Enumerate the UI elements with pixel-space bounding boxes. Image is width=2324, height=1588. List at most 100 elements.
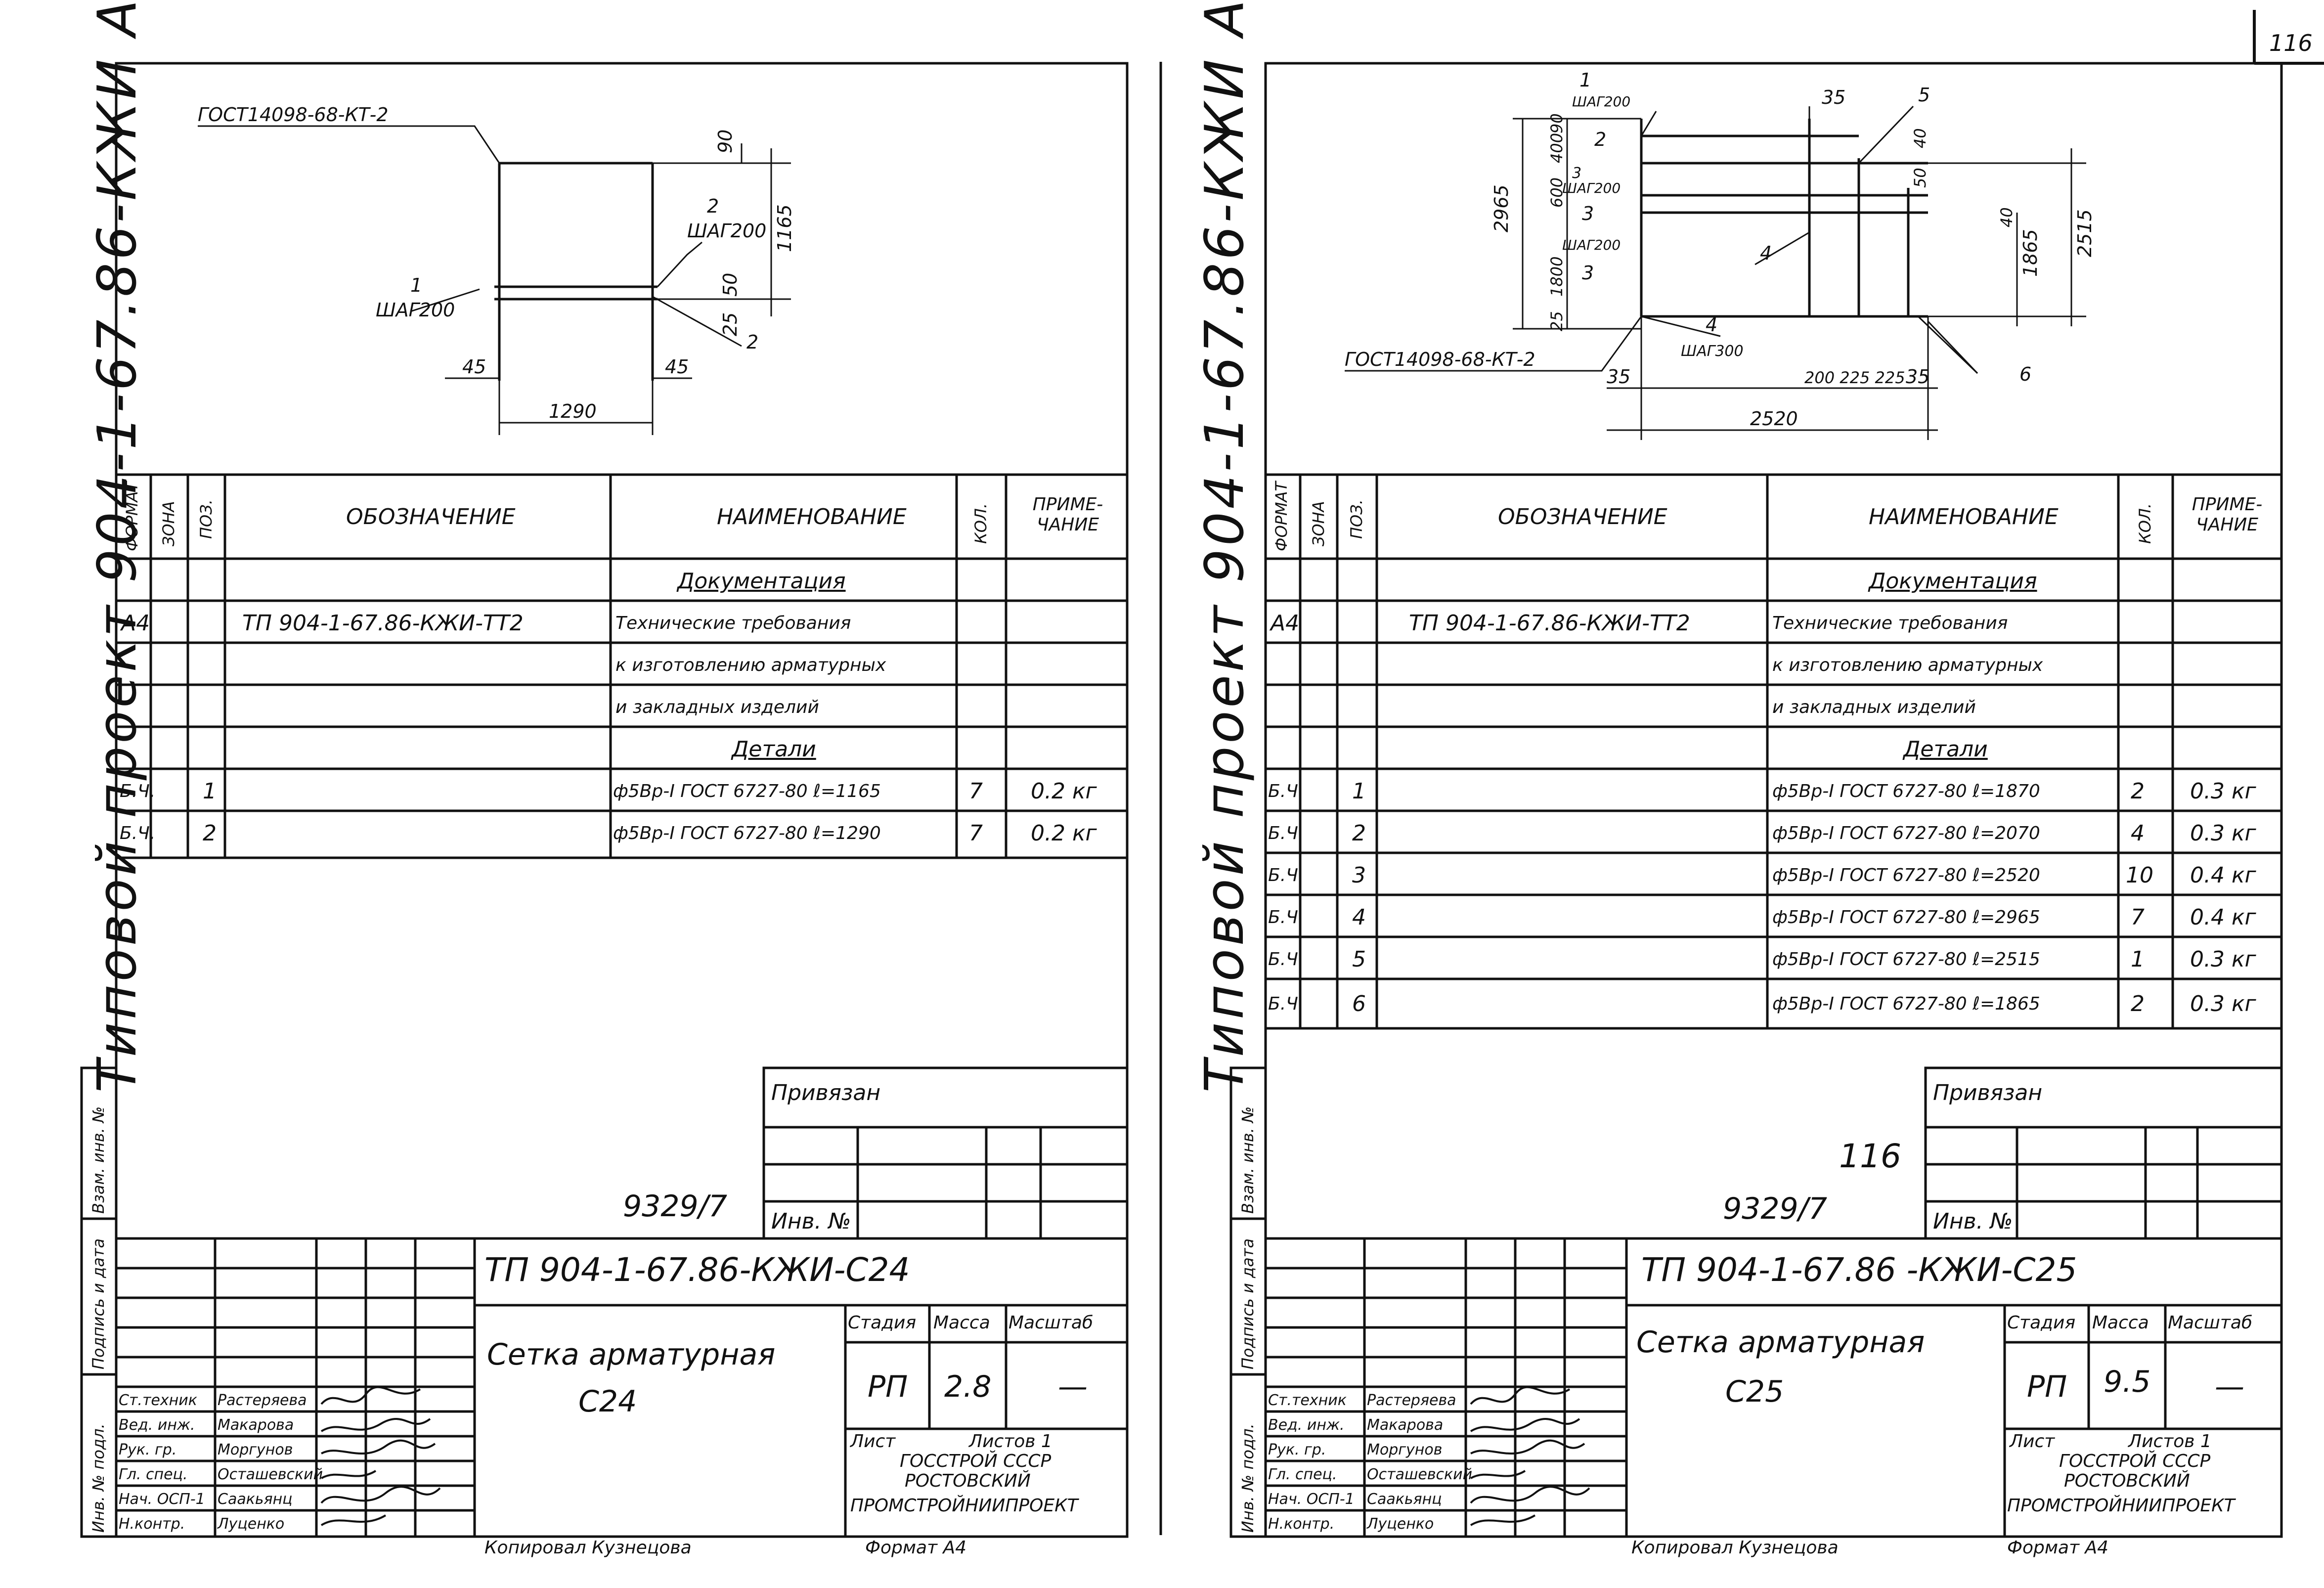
right-mesh-drawing [1345,105,2086,440]
left-doc-name-1: Технические требования [615,613,851,633]
right-dim-50: 50 [1911,168,1929,188]
row-qty: 2 [2131,779,2145,804]
left-bar2-tag: 2 [746,331,758,353]
row-qty: 4 [2131,821,2145,846]
right-handwritten-num: 116 [1839,1137,1901,1175]
row-pos: 3 [1352,863,1366,888]
left-doc-name-3: и закладных изделий [615,697,819,717]
right-doc-designation: ТП 904-1-67.86-КЖИ-ТТ2 [1409,611,1690,636]
right-side-label-1: Инв. № подл. [1238,1423,1257,1533]
row-pos: 4 [1352,905,1366,930]
right-role-2: Вед. инж. [1268,1416,1345,1434]
left-bar2-step: ШАГ200 [687,220,766,242]
right-stamp-mark: С25 [1725,1374,1784,1409]
left-doc-designation: ТП 904-1-67.86-КЖИ-ТТ2 [242,611,524,636]
left-sheets-label: Листов 1 [969,1431,1052,1452]
row-format: Б.Ч. [1268,865,1304,885]
left-inv-no: Инв. № [771,1209,851,1234]
row-name: ф5Вр-I ГОСТ 6727-80 ℓ=2965 [1772,907,2040,927]
left-archive-no: 9329/7 [623,1189,728,1224]
right-archive-no: 9329/7 [1723,1191,1828,1226]
right-lbl5: 5 [1918,84,1930,106]
row-pos: 6 [1352,991,1366,1016]
left-sheet-label: Лист [850,1431,896,1452]
right-side-label-3: Взам. инв. № [1238,1106,1257,1214]
right-doc-name-2: к изготовлению арматурных [1772,655,2043,675]
right-dim-40b: 40 [1997,207,2016,227]
right-stamp-title: Сетка арматурная [1636,1325,1925,1360]
right-lbl1: 1 [1579,69,1591,91]
row-pos: 1 [203,779,217,804]
row-format: Б.Ч. [1268,907,1304,927]
right-hdr-qty: КОЛ. [2136,503,2154,544]
row-note: 0.3 кг [2190,779,2256,804]
right-dim-2515: 2515 [2074,209,2096,257]
row-name: ф5Вр-I ГОСТ 6727-80 ℓ=2515 [1772,949,2040,970]
left-name-1: Растеряева [218,1392,307,1409]
left-dim-width: 1290 [549,400,597,422]
right-dim-1800: 1800 [1547,257,1566,297]
right-dim-1865: 1865 [2019,229,2041,277]
row-qty: 1 [2131,947,2145,972]
right-name-2: Макарова [1367,1416,1444,1434]
right-hdr-zone: ЗОНА [1309,501,1328,546]
left-org-1: ГОССТРОЙ СССР [900,1451,1052,1471]
row-name: ф5Вр-I ГОСТ 6727-80 ℓ=1290 [613,823,881,843]
left-dim-45-right: 45 [665,356,689,378]
left-scale: — [1058,1369,1088,1404]
left-name-2: Макарова [218,1416,294,1434]
right-role-6: Н.контр. [1268,1515,1335,1533]
left-mass-label: Масса [933,1313,990,1333]
left-signatures [320,1386,441,1526]
left-hdr-name: НАИМЕНОВАНИЕ [717,504,907,529]
right-dim-40: 40 [1911,128,1929,148]
left-dim-1165: 1165 [774,204,795,252]
row-name: ф5Вр-I ГОСТ 6727-80 ℓ=2520 [1772,865,2040,885]
right-copied: Копировал Кузнецова [1631,1538,1839,1558]
right-lbl3-b: 3 [1582,203,1594,224]
left-role-6: Н.контр. [119,1515,185,1533]
right-stage-label: Стадия [2007,1313,2076,1333]
left-role-1: Ст.техник [119,1392,197,1409]
right-name-4: Осташевский [1367,1466,1473,1483]
right-hdr-designation: ОБОЗНАЧЕНИЕ [1498,504,1667,529]
row-name: ф5Вр-I ГОСТ 6727-80 ℓ=1865 [1772,994,2040,1014]
right-section-doc: Документация [1869,569,2037,594]
row-note: 0.2 кг [1031,821,1097,846]
row-name: ф5Вр-I ГОСТ 6727-80 ℓ=2070 [1772,823,2040,843]
row-pos: 2 [1352,821,1366,846]
left-section-parts: Детали [732,737,816,762]
row-qty: 7 [2131,905,2145,930]
row-name: ф5Вр-I ГОСТ 6727-80 ℓ=1870 [1772,781,2040,801]
left-role-3: Рук. гр. [119,1441,177,1458]
right-lbl6: 6 [2019,363,2031,385]
right-lbl4b: 4 [1706,314,1717,336]
right-lbl2: 2 [1594,129,1606,150]
right-gost-label: ГОСТ14098-68-КТ-2 [1345,349,1535,370]
right-step4: ШАГ300 [1681,343,1744,360]
right-hdr-name: НАИМЕНОВАНИЕ [1869,504,2059,529]
left-scale-label: Масштаб [1009,1313,1094,1333]
left-privyazan: Привязан [771,1080,881,1105]
row-note: 0.4 кг [2190,863,2256,888]
row-format: Б.Ч. [1268,994,1304,1014]
right-hdr-note: ПРИМЕ-ЧАНИЕ [2192,494,2263,535]
row-format: Б.Ч. [120,781,156,801]
right-dim-2965: 2965 [1491,184,1512,232]
left-name-3: Моргунов [218,1441,293,1458]
left-sheet-grid: ГОСТ14098-68-КТ-2 1 ШАГ200 2 ШАГ200 2 12… [80,62,1129,1538]
left-mesh-drawing [198,125,791,435]
right-step1: ШАГ200 [1572,93,1630,110]
right-lbl3: 3 [1572,165,1581,182]
row-format: Б.Ч. [1268,823,1304,843]
right-role-4: Гл. спец. [1268,1466,1337,1483]
row-note: 0.3 кг [2190,821,2256,846]
right-dim-35-right: 35 [1906,366,1929,388]
right-mass: 9.5 [2104,1365,2151,1399]
right-inv-no: Инв. № [1933,1209,2013,1234]
right-name-5: Саакьянц [1367,1491,1442,1508]
left-bar1-label: 1 [410,274,422,296]
right-lbl3-c: 3 [1582,262,1594,284]
right-doc-name-1: Технические требования [1772,613,2008,633]
